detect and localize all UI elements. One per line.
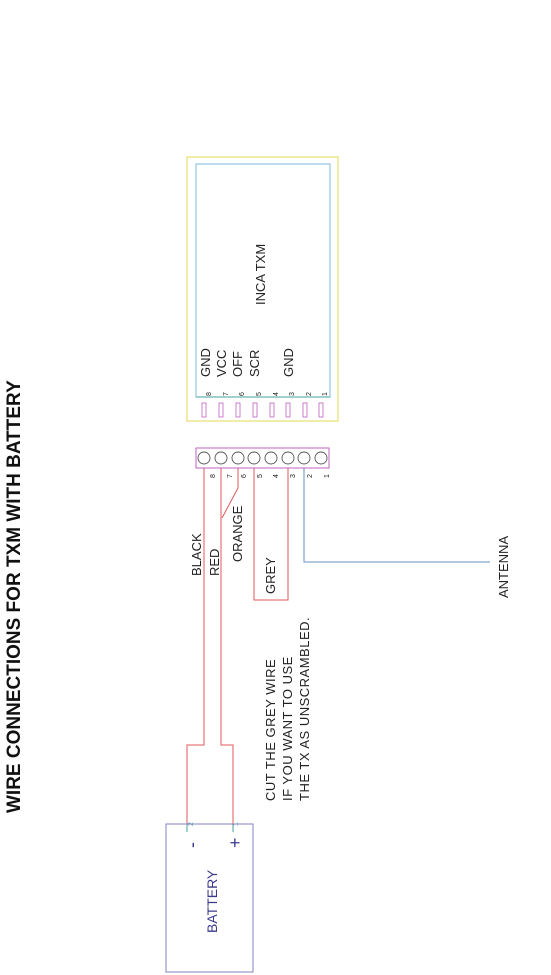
module-pin-label-gnd2: GND <box>281 348 296 377</box>
module-pin-number: 3 <box>289 392 296 396</box>
module-name: INCA TXM <box>253 244 268 305</box>
connector-pin <box>232 452 244 464</box>
connector-outline <box>196 448 329 468</box>
connector-pin-number: 1 <box>324 474 331 478</box>
connector-pin-number: 7 <box>227 474 234 478</box>
note-line-1: CUT THE GREY WIRE <box>263 659 278 801</box>
module-pin-number: 7 <box>223 392 230 396</box>
label-black: BLACK <box>189 533 204 576</box>
module-pin-number: 2 <box>306 392 313 396</box>
label-orange: ORANGE <box>230 505 245 562</box>
connector-pin-number: 6 <box>241 474 248 478</box>
connector-pin-number: 3 <box>290 474 297 478</box>
module-pin-slot <box>319 403 323 417</box>
black-wire <box>187 468 204 825</box>
module-pin-slot <box>253 403 257 417</box>
battery: 2 1 BATTERY - + <box>166 822 253 972</box>
connector-pin <box>315 452 327 464</box>
module-pin-slot <box>303 403 307 417</box>
module-pin-number: 4 <box>273 392 280 396</box>
connector-pin-number: 4 <box>273 474 280 478</box>
label-grey: GREY <box>263 557 278 594</box>
module-pin-number: 5 <box>256 392 263 396</box>
module-pin-slot <box>236 403 240 417</box>
module-pin-number: 6 <box>239 392 246 396</box>
module-pin-label-vcc: VCC <box>214 350 229 377</box>
module-pin-number: 1 <box>322 392 329 396</box>
note-line-3: THE TX AS UNSCRAMBLED. <box>297 617 312 801</box>
label-antenna: ANTENNA <box>496 536 511 598</box>
battery-label: BATTERY <box>204 869 220 933</box>
module-pin-slot <box>286 403 290 417</box>
antenna-wire <box>304 468 490 562</box>
module-pin-number: 8 <box>206 392 213 396</box>
note: CUT THE GREY WIRE IF YOU WANT TO USE THE… <box>263 617 312 801</box>
connector-pin-number: 2 <box>307 474 314 478</box>
connector-pin <box>198 452 210 464</box>
battery-minus-sign: - <box>182 842 202 848</box>
module-pin-slot <box>202 403 206 417</box>
connector-pin-number: 8 <box>210 474 217 478</box>
connector-pin-number: 5 <box>257 474 264 478</box>
module-pin-header <box>202 403 323 417</box>
note-line-2: IF YOU WANT TO USE <box>280 656 295 801</box>
module-pin-slot <box>270 403 274 417</box>
module-pin-label-off: OFF <box>230 351 245 377</box>
module-pin-label-scr: SCR <box>247 350 262 377</box>
connector-pin <box>215 452 227 464</box>
battery-plus-sign: + <box>225 837 245 848</box>
label-red: RED <box>207 549 222 576</box>
module-pin-label-gnd: GND <box>198 348 213 377</box>
connector-pin <box>248 452 260 464</box>
connector-pin <box>265 452 277 464</box>
diagram-title: WIRE CONNECTIONS FOR TXM WITH BATTERY <box>4 380 25 813</box>
module-pin-slot <box>219 403 223 417</box>
connector-pin <box>282 452 294 464</box>
connector-pin <box>298 452 310 464</box>
connector: 8 7 6 5 4 3 2 1 <box>196 448 331 478</box>
txm-module: INCA TXM GND VCC OFF SCR GND 8 7 6 5 4 3… <box>187 157 338 421</box>
